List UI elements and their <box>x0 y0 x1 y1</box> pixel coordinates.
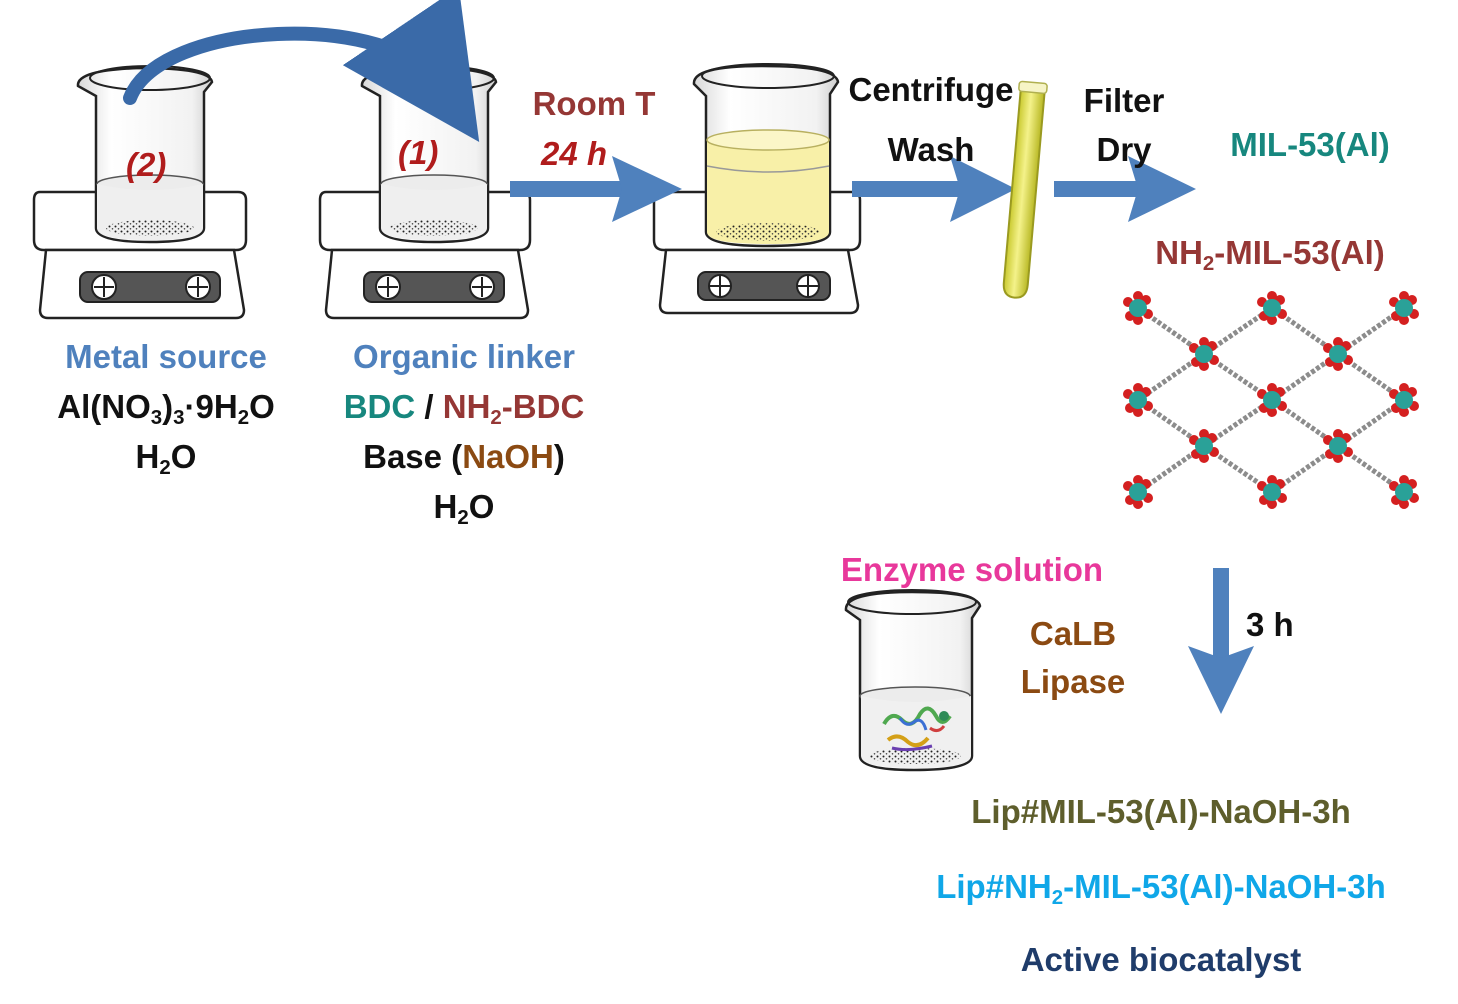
mof-metal-node <box>1189 429 1219 463</box>
mof-metal-node <box>1257 291 1287 325</box>
condition-time: 24 h <box>540 135 608 172</box>
enzyme-lipase: Lipase <box>1020 663 1126 700</box>
step-dry: Dry <box>1096 131 1152 168</box>
mof-metal-node <box>1123 291 1153 325</box>
step-wash: Wash <box>887 131 975 168</box>
beaker-2 <box>76 65 214 244</box>
arrow-to-centrifuge <box>852 156 1016 222</box>
transfer-curved-arrow <box>123 0 480 142</box>
mof-metal-node <box>1389 383 1419 417</box>
centrifuge-test-tube <box>1002 80 1048 299</box>
product-nh2-mil53: NH2-MIL-53(Al) <box>1155 234 1385 276</box>
beaker-reaction <box>692 63 840 248</box>
immobilization-time: 3 h <box>1246 606 1294 643</box>
mof-metal-node <box>1323 337 1353 371</box>
mof-metal-node <box>1257 383 1287 417</box>
mof-metal-node <box>1123 475 1153 509</box>
result-lip-mil53: Lip#MIL-53(Al)-NaOH-3h <box>971 793 1351 830</box>
lipase-protein-icon <box>882 706 952 752</box>
step-filter: Filter <box>1083 82 1165 119</box>
beaker-enzyme <box>844 589 982 772</box>
mof-metal-node <box>1257 475 1287 509</box>
metal-source-salt: Al(NO3)3·9H2O <box>57 388 275 430</box>
beaker-2-label: (2) <box>126 146 167 183</box>
mof-metal-node <box>1389 291 1419 325</box>
organic-linker-title: Organic linker <box>353 338 575 375</box>
mof-metal-node <box>1189 337 1219 371</box>
product-mil53: MIL-53(Al) <box>1230 126 1390 163</box>
mof-metal-node <box>1323 429 1353 463</box>
organic-linker-base: Base (NaOH) <box>363 438 565 475</box>
organic-linker-solvent: H2O <box>433 488 495 530</box>
beaker-1-label: (1) <box>398 134 439 171</box>
result-lip-nh2-mil53: Lip#NH2-MIL-53(Al)-NaOH-3h <box>936 868 1386 910</box>
metal-source-title: Metal source <box>65 338 267 375</box>
mof-framework-structure <box>1123 291 1419 509</box>
mof-metal-node <box>1123 383 1153 417</box>
organic-linker-ligands: BDC / NH2-BDC <box>343 388 585 430</box>
arrow-to-reaction <box>510 156 682 222</box>
arrow-immobilization <box>1188 568 1254 714</box>
metal-source-solvent: H2O <box>135 438 197 480</box>
result-active-biocatalyst: Active biocatalyst <box>1020 941 1302 978</box>
step-centrifuge: Centrifuge <box>848 71 1014 108</box>
enzyme-solution-title: Enzyme solution <box>840 551 1104 588</box>
enzyme-calb: CaLB <box>1029 615 1117 652</box>
condition-temperature: Room T <box>532 85 656 122</box>
mof-metal-node <box>1389 475 1419 509</box>
arrow-to-product <box>1054 156 1196 222</box>
